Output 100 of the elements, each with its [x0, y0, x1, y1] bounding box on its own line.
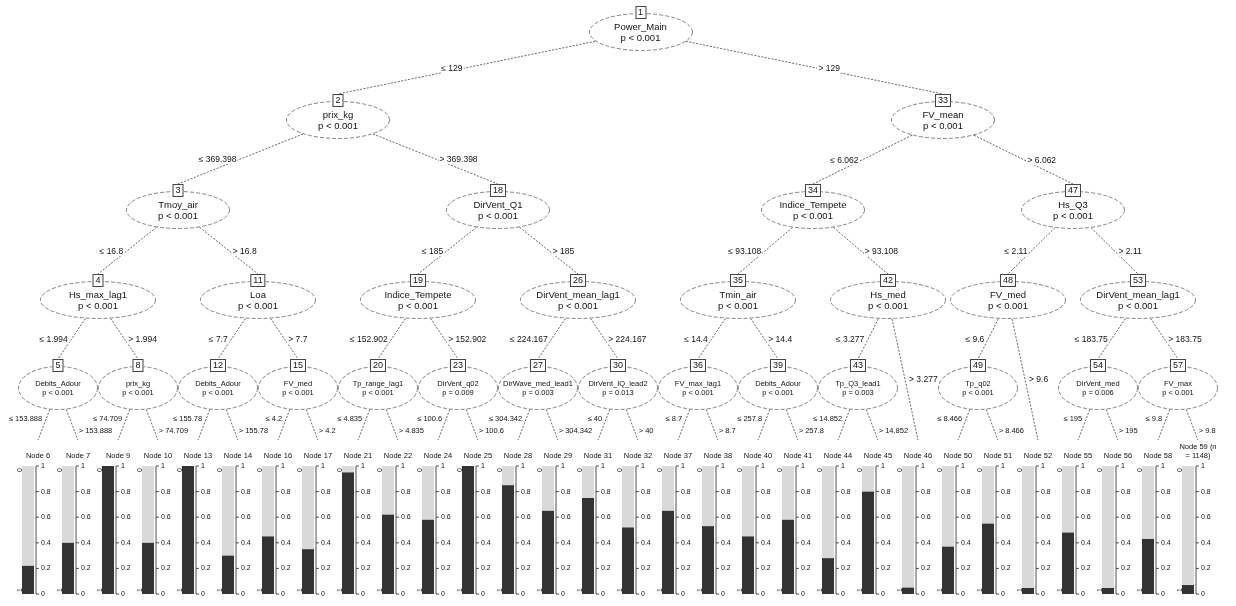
p-value: p < 0.001: [1053, 210, 1093, 222]
node-number: 23: [450, 359, 466, 372]
branch-line: [305, 409, 319, 441]
split-label: ≤ 185: [420, 245, 445, 256]
branch-line: [65, 409, 79, 441]
branch-line: [225, 409, 239, 441]
split-label: > 7.7: [287, 333, 309, 344]
branch-line: [1185, 409, 1199, 441]
branch-line: [385, 409, 399, 441]
split-variable: Tmoy_air: [158, 198, 198, 210]
split-label: > 183.75: [1167, 333, 1203, 344]
branch-line: [437, 409, 451, 441]
node-number: 26: [570, 274, 586, 287]
split-variable: Hs_med: [870, 288, 906, 300]
p-value: p < 0.001: [318, 120, 358, 132]
branch-line: [705, 409, 719, 441]
split-label: > 9.6: [1028, 374, 1050, 385]
branch-line: [465, 409, 479, 441]
p-value: p < 0.001: [868, 300, 908, 312]
split-variable: prix_kg: [322, 108, 354, 120]
p-value: p < 0.001: [478, 210, 518, 222]
branch-line: [973, 134, 1074, 185]
split-label: > 2.11: [1117, 245, 1143, 256]
p-value: p < 0.001: [718, 300, 758, 312]
split-variable: Indice_Tempete: [779, 198, 847, 210]
branch-line: [377, 318, 406, 360]
branch-line: [833, 227, 889, 275]
node-number: 48: [1000, 274, 1016, 287]
node-number: 11: [250, 274, 266, 287]
split-label: > 93.108: [863, 245, 900, 256]
node-number: 57: [1170, 359, 1186, 372]
split-label: ≤ 9.6: [964, 333, 986, 344]
node-number: 15: [290, 359, 306, 372]
branch-line: [590, 318, 619, 360]
branch-line: [985, 409, 999, 441]
p-value: p < 0.001: [158, 210, 198, 222]
branch-line: [1105, 409, 1119, 441]
branch-line: [217, 318, 246, 360]
branch-line: [270, 318, 299, 360]
branch-line: [785, 409, 799, 441]
node-number: 33: [935, 94, 951, 107]
branch-line: [177, 133, 304, 185]
branch-line: [372, 133, 499, 185]
branch-line: [685, 40, 944, 95]
split-label: > 185: [551, 245, 576, 256]
split-variable: DirVent_mean_lag1: [536, 288, 620, 300]
split-label: ≤ 369.398: [197, 154, 238, 164]
node-number: 35: [730, 274, 746, 287]
split-label: ≤ 93.108: [727, 245, 763, 256]
node-number: 12: [210, 359, 226, 372]
split-label: ≤ 183.75: [1073, 333, 1109, 344]
node-number: 54: [1090, 359, 1106, 372]
split-label: ≤ 129: [440, 62, 464, 73]
node-number: 43: [850, 359, 866, 372]
node-number: 53: [1130, 274, 1146, 287]
node-number: 19: [410, 274, 426, 287]
split-variable: Hs_max_lag1: [68, 288, 128, 300]
split-variable: Tmin_air: [719, 288, 757, 300]
branch-line: [597, 409, 611, 441]
branch-line: [697, 318, 726, 360]
branch-line: [891, 318, 919, 441]
branch-line: [430, 318, 459, 360]
branch-line: [977, 318, 999, 360]
branch-line: [750, 318, 779, 360]
split-variable: Loa: [250, 288, 266, 300]
split-label: ≤ 14.4: [683, 333, 709, 344]
branch-line: [757, 409, 771, 441]
branch-line: [857, 318, 879, 360]
branch-line: [1007, 227, 1056, 275]
split-variable: DirVent_mean_lag1: [1096, 288, 1180, 300]
branch-line: [37, 409, 51, 441]
split-variable: Indice_Tempete: [384, 288, 452, 300]
node-number: 3: [172, 184, 184, 197]
node-number: 47: [1065, 184, 1081, 197]
split-label: ≤ 1.994: [38, 333, 69, 344]
node-number: 2: [332, 94, 344, 107]
split-label: > 369.398: [438, 154, 479, 164]
branch-line: [1011, 318, 1039, 441]
branch-line: [199, 226, 259, 275]
split-label: ≤ 16.8: [98, 245, 125, 256]
split-label: ≤ 6.062: [829, 154, 860, 165]
branch-line: [337, 40, 596, 95]
branch-line: [97, 226, 157, 275]
branch-line: [1097, 318, 1126, 360]
p-value: p < 0.001: [238, 300, 278, 312]
split-label: > 224.167: [607, 333, 648, 344]
branch-line: [625, 409, 639, 441]
split-label: ≤ 152.902: [348, 333, 389, 344]
split-label: > 14.4: [767, 333, 794, 344]
p-value: p < 0.001: [558, 300, 598, 312]
node-number: 36: [690, 359, 706, 372]
branch-line: [1090, 227, 1139, 275]
branch-line: [357, 409, 371, 441]
split-label: > 129: [817, 62, 841, 73]
branch-line: [837, 409, 851, 441]
branch-line: [417, 226, 477, 275]
node-number: 5: [52, 359, 64, 372]
p-value: p < 0.001: [620, 32, 661, 44]
p-value: p < 0.001: [1118, 300, 1158, 312]
branch-line: [517, 409, 531, 441]
